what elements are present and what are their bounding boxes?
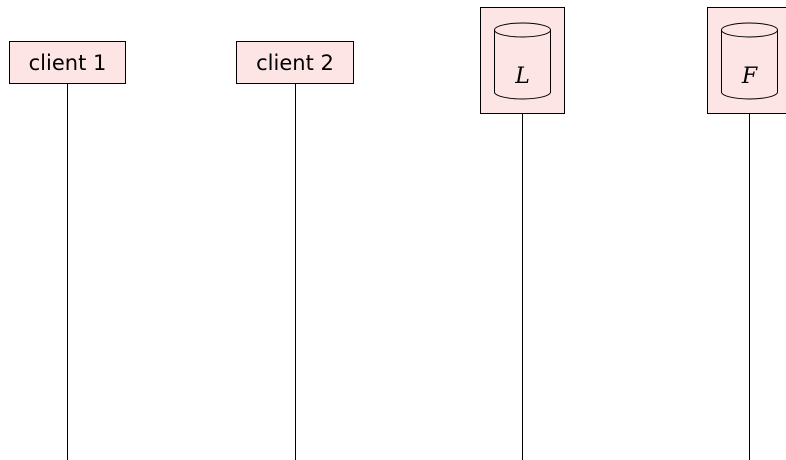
- participant-client-1-label: client 1: [29, 51, 107, 75]
- database-icon: [721, 22, 778, 100]
- participant-store-l-label: L: [514, 64, 530, 89]
- participant-store-f: F: [707, 7, 786, 460]
- participant-store-l: L: [480, 7, 565, 460]
- participant-client-1-box: [9, 41, 126, 84]
- participant-client-2: client 2: [236, 41, 354, 460]
- database-icon: [494, 22, 551, 100]
- participant-client-2-label: client 2: [256, 51, 334, 75]
- participant-client-1: client 1: [9, 41, 126, 460]
- participant-store-f-label: F: [741, 64, 758, 89]
- participant-client-2-box: [236, 41, 354, 84]
